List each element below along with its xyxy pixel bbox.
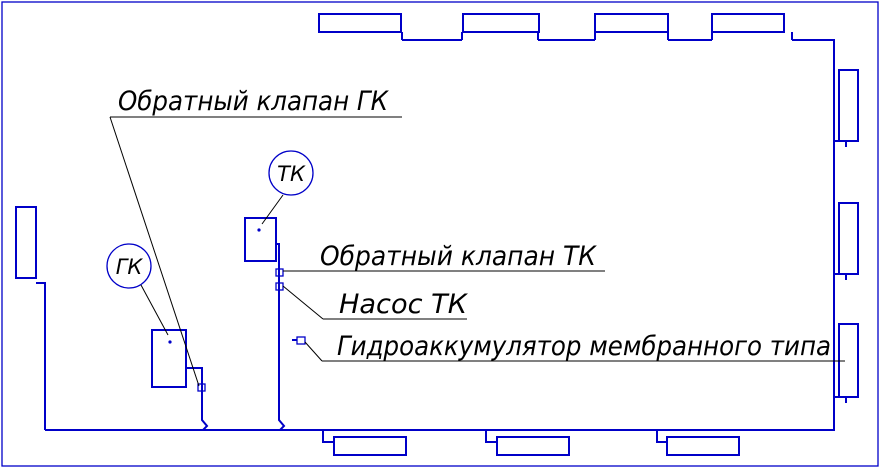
boiler-gk-circle (106, 243, 152, 289)
radiators-top (318, 13, 785, 33)
main-pipe (36, 32, 835, 431)
label-accumulator: Гидроаккумулятор мембранного типа (337, 331, 831, 362)
boiler-tk-body (244, 217, 277, 262)
label-check-valve-tk: Обратный клапан ТК (320, 241, 598, 272)
radiator (496, 436, 570, 456)
radiator (462, 13, 540, 33)
radiators-bottom (322, 430, 740, 456)
radiator (838, 69, 859, 142)
boiler-tk (244, 217, 286, 431)
callout-check-valve-gk: Обратный клапан ГК (109, 86, 402, 387)
boiler-tk-label: ТК (277, 162, 306, 186)
radiator (666, 436, 740, 456)
radiator (711, 13, 785, 33)
radiator (594, 13, 669, 33)
radiators-right (834, 69, 859, 403)
callout-check-valve-tk: Обратный клапан ТК (283, 241, 605, 272)
accumulator (292, 336, 306, 345)
radiator-left (15, 206, 37, 279)
boiler-gk (151, 329, 209, 431)
boiler-gk-body (151, 329, 187, 388)
radiator (838, 202, 859, 275)
callout-accumulator: Гидроаккумулятор мембранного типа (304, 331, 845, 362)
callout-pump-tk: Насос ТК (282, 285, 469, 320)
check-valve-gk (197, 383, 206, 392)
label-pump-tk: Насос ТК (339, 289, 469, 320)
radiator (318, 13, 402, 33)
check-valve-tk (275, 268, 284, 277)
radiator (333, 436, 407, 456)
boiler-gk-label: ГК (116, 255, 144, 279)
label-check-valve-gk: Обратный клапан ГК (118, 86, 390, 117)
boiler-tk-circle (268, 150, 314, 196)
